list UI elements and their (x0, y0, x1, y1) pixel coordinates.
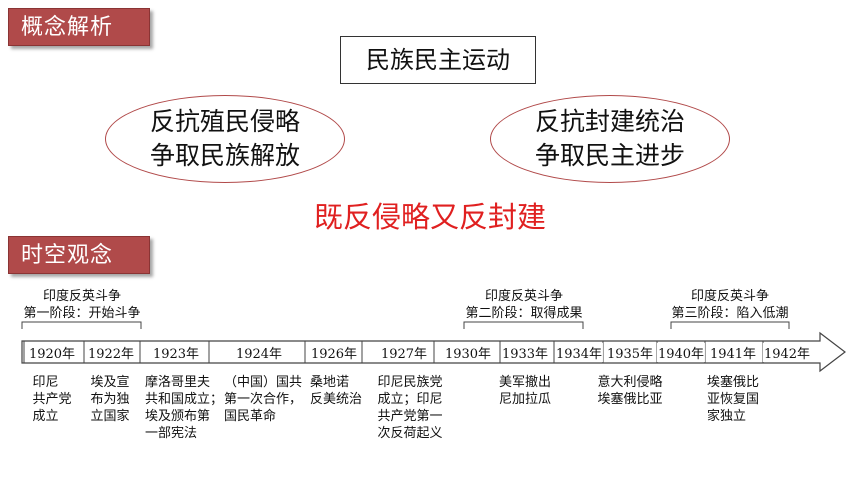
phase2-bracket (463, 321, 584, 329)
year-label-1930: 1930年 (443, 343, 493, 362)
event-line: 桑地诺 (309, 375, 350, 390)
event-line: 亚恢复国 (706, 392, 760, 407)
section-tag-timeline: 时空观念 (8, 236, 150, 274)
event-line: 共和国成立； (144, 392, 224, 407)
anti-colonial-ellipse: 反抗殖民侵略 争取民族解放 (105, 95, 345, 183)
section-tag-concept: 概念解析 (8, 8, 150, 46)
phase-subtitle: 第一阶段：开始斗争 (23, 306, 141, 321)
event-line: 印尼民族党 (377, 375, 443, 390)
main-concept-label: 民族民主运动 (366, 46, 510, 74)
event-1920: 印尼 共产党 成立 (32, 374, 71, 425)
event-line: 埃及颁布第 (144, 409, 211, 424)
phase-label-1: 印度反英斗争 第一阶段：开始斗争 (20, 288, 144, 322)
event-1933: 美军撤出 尼加拉瓜 (499, 374, 551, 408)
event-line: 埃及宣 (90, 375, 130, 390)
event-line: （中国）国共 (223, 375, 303, 390)
event-line: 美军撤出 (498, 375, 552, 390)
event-1924: （中国）国共 第一次合作， 国民革命 (224, 374, 302, 425)
event-line: 共产党 (32, 392, 72, 407)
event-line: 反美统治 (309, 392, 363, 407)
event-line: 埃塞俄比亚 (597, 392, 663, 407)
ellipse-right-line1: 反抗封建统治 (534, 107, 685, 136)
year-label-1941: 1941年 (708, 343, 758, 362)
event-line: 共产党第一 (377, 409, 443, 424)
year-label-1927: 1927年 (379, 343, 429, 362)
year-label-1940: 1940年 (656, 343, 706, 362)
event-1935: 意大利侵略 埃塞俄比亚 (597, 374, 662, 408)
section-tag-label: 概念解析 (21, 15, 114, 40)
event-line: 印尼 (32, 375, 59, 390)
event-line: 尼加拉瓜 (498, 392, 552, 407)
year-label-1923: 1923年 (151, 343, 201, 362)
event-1923: 摩洛哥里夫 共和国成立； 埃及颁布第 一部宪法 (145, 374, 223, 442)
summary-text: 既反侵略又反封建 (313, 200, 546, 234)
phase-subtitle: 第二阶段：取得成果 (465, 306, 583, 321)
event-1941: 埃塞俄比 亚恢复国 家独立 (707, 374, 759, 425)
ellipse-right-line2: 争取民主进步 (534, 141, 685, 170)
event-line: 国民革命 (223, 409, 277, 424)
event-line: 成立 (32, 409, 59, 424)
year-label-1934: 1934年 (554, 343, 604, 362)
year-label-1933: 1933年 (500, 343, 550, 362)
anti-feudal-ellipse: 反抗封建统治 争取民主进步 (490, 95, 730, 183)
year-label-1922: 1922年 (86, 343, 136, 362)
event-line: 布为独 (90, 392, 130, 407)
event-line: 立国家 (90, 409, 130, 424)
year-label-1935: 1935年 (605, 343, 655, 362)
phase3-bracket (670, 321, 790, 329)
event-line: 家独立 (706, 409, 747, 424)
year-label-1942: 1942年 (762, 343, 812, 362)
event-1926: 桑地诺 反美统治 (310, 374, 362, 408)
event-line: 一部宪法 (144, 426, 198, 441)
main-concept-box: 民族民主运动 (340, 36, 536, 84)
event-line: 第一次合作， (223, 392, 303, 407)
event-line: 摩洛哥里夫 (144, 375, 211, 390)
phase-title: 印度反英斗争 (484, 289, 563, 304)
ellipse-left-line2: 争取民族解放 (149, 141, 300, 170)
year-label-1924: 1924年 (234, 343, 284, 362)
concept-summary: 既反侵略又反封建 (0, 194, 860, 236)
phase1-bracket (21, 321, 142, 329)
event-line: 意大利侵略 (597, 375, 663, 390)
phase-label-3: 印度反英斗争 第三阶段：陷入低潮 (668, 288, 792, 322)
phase-label-2: 印度反英斗争 第二阶段：取得成果 (462, 288, 586, 322)
year-label-1926: 1926年 (309, 343, 359, 362)
year-label-1920: 1920年 (27, 343, 77, 362)
phase-title: 印度反英斗争 (690, 289, 769, 304)
event-1927: 印尼民族党 成立；印尼 共产党第一 次反荷起义 (377, 374, 442, 442)
event-line: 次反荷起义 (377, 426, 443, 441)
event-1922: 埃及宣 布为独 立国家 (90, 374, 129, 425)
ellipse-left-line1: 反抗殖民侵略 (149, 107, 300, 136)
event-line: 成立；印尼 (377, 392, 443, 407)
phase-title: 印度反英斗争 (42, 289, 121, 304)
phase-subtitle: 第三阶段：陷入低潮 (671, 306, 789, 321)
section-tag-label: 时空观念 (21, 243, 114, 268)
event-line: 埃塞俄比 (706, 375, 760, 390)
